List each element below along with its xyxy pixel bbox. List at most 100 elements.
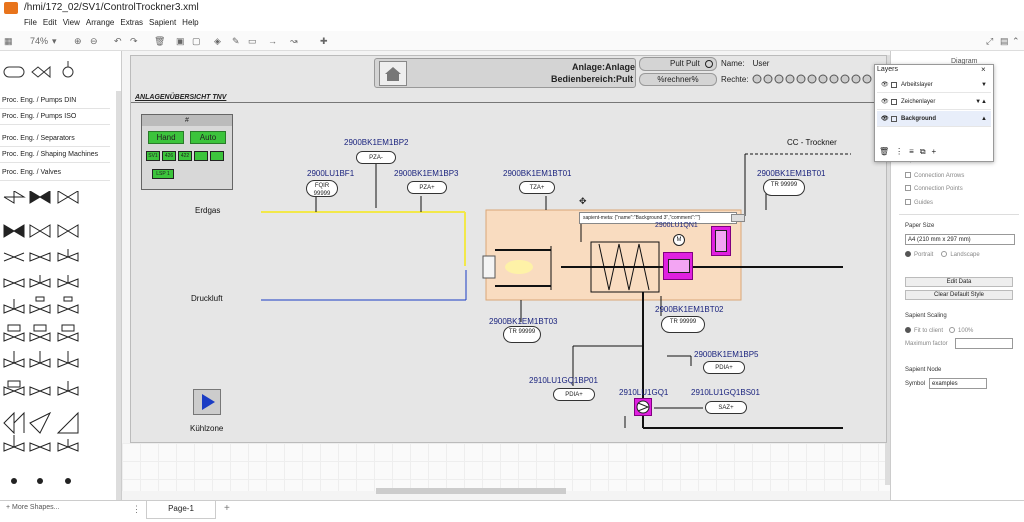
mode-cell[interactable] [194, 151, 208, 161]
radio-100[interactable] [949, 327, 956, 333]
move-up-icon[interactable]: ▲ [981, 116, 987, 122]
delete-icon[interactable]: 🗑 [154, 36, 166, 46]
fullscreen-icon[interactable]: ⤢ [986, 36, 994, 46]
instrument-tag: 2910LU1GQ1BS01 [691, 388, 760, 397]
checkbox[interactable] [905, 185, 911, 191]
menu-help[interactable]: Help [182, 18, 199, 27]
connection-arrows-option[interactable]: Connection Arrows [905, 172, 964, 179]
eye-icon[interactable]: 👁 [881, 82, 889, 88]
layer-row[interactable]: 👁Arbeitslayer▼ [877, 77, 991, 93]
canvas-vertical-scrollbar[interactable] [885, 55, 890, 485]
radio-landscape[interactable] [941, 251, 948, 257]
library-pumps-iso[interactable]: Proc. Eng. / Pumps ISO [0, 109, 110, 125]
close-icon[interactable]: × [981, 65, 986, 74]
fill-color-icon[interactable]: ◈ [214, 36, 221, 46]
menu-file[interactable]: File [24, 18, 37, 27]
move-down-icon[interactable]: ▼ [981, 82, 987, 88]
layer-row-selected[interactable]: 👁Background▲ [877, 111, 991, 127]
instrument-pill[interactable]: SAZ+ [705, 401, 747, 414]
connection-icon[interactable]: → [268, 36, 277, 46]
paper-size-select[interactable]: A4 (210 mm x 297 mm) [905, 234, 1015, 245]
insert-icon[interactable]: ✚ [320, 36, 328, 46]
library-shaping-machines[interactable]: Proc. Eng. / Shaping Machines [0, 147, 110, 163]
instrument-pill[interactable]: PDIA+ [553, 388, 595, 401]
instrument-pill[interactable]: TZA+ [519, 181, 555, 194]
checkbox[interactable] [905, 172, 911, 178]
library-scrollbar[interactable] [116, 91, 121, 511]
hand-button[interactable]: Hand [148, 131, 184, 144]
menu-edit[interactable]: Edit [42, 18, 57, 27]
eye-icon[interactable]: 👁 [881, 99, 889, 105]
add-icon[interactable]: + [931, 147, 943, 156]
auto-button[interactable]: Auto [190, 131, 226, 144]
guides-option[interactable]: Guides [905, 199, 933, 206]
clear-default-style-button[interactable]: Clear Default Style [905, 290, 1013, 300]
home-button[interactable] [379, 61, 407, 86]
layer-checkbox[interactable] [891, 116, 897, 122]
damper-actuator[interactable] [711, 226, 731, 256]
chevron-down-icon[interactable]: ▾ [52, 36, 57, 46]
zoom-in-icon[interactable]: ⊕ [74, 36, 82, 46]
list-icon[interactable]: ≡ [909, 147, 920, 156]
canvas-horizontal-scrollbar[interactable] [376, 488, 566, 494]
menu-view[interactable]: View [62, 18, 80, 27]
lsp-button[interactable]: LSP 1 [152, 169, 174, 179]
valve-shapes-grid[interactable] [0, 191, 110, 491]
page-menu-icon[interactable]: ⋮ [132, 504, 141, 514]
waypoints-icon[interactable]: ↝ [290, 36, 298, 46]
kuehlzone-button[interactable] [193, 389, 221, 415]
instrument-pill[interactable]: PZA- [356, 151, 396, 164]
zoom-level[interactable]: 74% [30, 36, 49, 46]
delete-icon[interactable]: 🗑 [879, 147, 896, 156]
duplicate-icon[interactable]: ⧉ [919, 147, 932, 156]
radio-fit[interactable] [905, 327, 911, 333]
instrument-pill[interactable]: TR 99999 [763, 179, 805, 196]
to-back-icon[interactable]: ▢ [192, 36, 201, 46]
library-pumps-din[interactable]: Proc. Eng. / Pumps DIN [0, 93, 110, 109]
mode-cell[interactable] [210, 151, 224, 161]
library-separators[interactable]: Proc. Eng. / Separators [0, 131, 110, 147]
menu-arrange[interactable]: Arrange [85, 18, 115, 27]
menu-extras[interactable]: Extras [120, 18, 144, 27]
add-page-icon[interactable]: + [224, 503, 230, 514]
instrument-pill[interactable]: FQIR 99999 [306, 180, 338, 197]
menu-sapient[interactable]: Sapient [149, 18, 177, 27]
mode-cell[interactable]: SV1 [146, 151, 160, 161]
line-color-icon[interactable]: ✎ [232, 36, 240, 46]
max-factor-input[interactable] [955, 338, 1013, 349]
move-updown-icon[interactable]: ▼▲ [975, 99, 987, 105]
format-tab-diagram[interactable]: Diagram [951, 58, 978, 65]
mode-cell[interactable]: 422 [178, 151, 192, 161]
more-shapes-link[interactable]: + More Shapes... [6, 504, 60, 511]
shadow-icon[interactable]: ▭ [248, 36, 257, 46]
layer-row[interactable]: 👁Zeichenlayer▼▲ [877, 94, 991, 110]
library-valves[interactable]: Proc. Eng. / Valves [0, 165, 110, 181]
instrument-pill[interactable]: TR 99999 [503, 326, 541, 343]
valve-actuator[interactable] [663, 252, 693, 280]
instrument-pill[interactable]: PZA+ [407, 181, 447, 194]
symbol-input[interactable]: examples [929, 378, 987, 389]
format-panel-icon[interactable]: ▤ [1000, 36, 1009, 46]
mode-cell[interactable]: 426 [162, 151, 176, 161]
fan-device[interactable] [634, 398, 652, 416]
hmi-diagram[interactable]: Anlage:Anlage Bedienbereich:Pult Pult Pu… [130, 55, 888, 443]
pult-field[interactable]: Pult Pult [639, 57, 717, 71]
connection-points-option[interactable]: Connection Points [905, 185, 963, 192]
instrument-pill[interactable]: TR 99999 [661, 316, 705, 333]
radio-portrait[interactable] [905, 251, 911, 257]
layer-checkbox[interactable] [891, 82, 897, 88]
library-shapes-top[interactable] [0, 57, 110, 87]
undo-icon[interactable]: ↶ [114, 36, 122, 46]
page-tab[interactable]: Page-1 [146, 501, 216, 519]
panel-toggle-icon[interactable]: ▦ [4, 36, 13, 46]
layer-checkbox[interactable] [891, 99, 897, 105]
zoom-out-icon[interactable]: ⊖ [90, 36, 98, 46]
instrument-pill[interactable]: PDIA+ [703, 361, 745, 374]
eye-icon[interactable]: 👁 [881, 116, 889, 122]
edit-data-button[interactable]: Edit Data [905, 277, 1013, 287]
checkbox[interactable] [905, 199, 911, 205]
redo-icon[interactable]: ↷ [130, 36, 138, 46]
collapse-icon[interactable]: ⌃ [1012, 36, 1020, 46]
to-front-icon[interactable]: ▣ [176, 36, 185, 46]
more-icon[interactable]: ⋮ [895, 147, 910, 156]
